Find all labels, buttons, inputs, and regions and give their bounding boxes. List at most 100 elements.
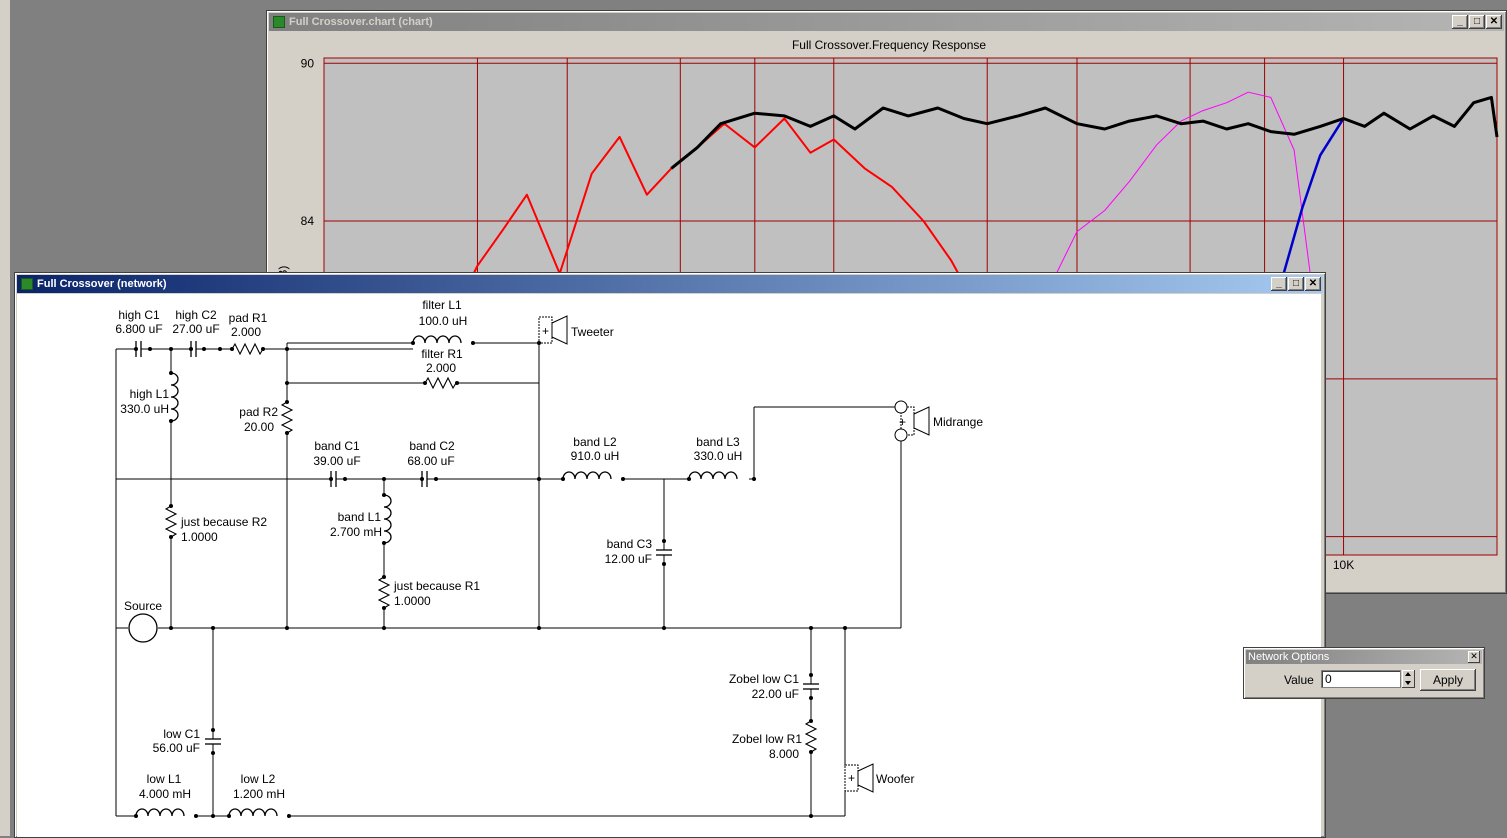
inductor-band-l2[interactable] xyxy=(562,471,612,480)
label-woofer: Woofer xyxy=(876,772,914,786)
value-label: Value xyxy=(1284,673,1314,687)
chart-app-icon xyxy=(273,16,285,28)
label-source: Source xyxy=(124,599,162,613)
label-band-c2-name: band C2 xyxy=(409,439,455,453)
spinner-up-icon[interactable] xyxy=(1405,672,1411,676)
label-high-c1-name: high C1 xyxy=(118,308,160,322)
resistor-just-because-r1[interactable] xyxy=(378,576,390,609)
resistor-just-because-r2[interactable] xyxy=(165,505,177,538)
label-zobel-low-r1-name: Zobel low R1 xyxy=(732,732,802,746)
resistor-pad-r1[interactable] xyxy=(231,343,264,355)
label-filter-r1-name: filter R1 xyxy=(421,347,463,361)
midrange-speaker-icon[interactable] xyxy=(894,400,930,442)
woofer-plus-mark: + xyxy=(848,771,855,785)
midrange-plus-mark: + xyxy=(899,415,906,429)
label-band-l1-name: band L1 xyxy=(338,510,382,524)
chart-window-titlebar[interactable]: Full Crossover.chart (chart) _□✕ xyxy=(269,13,1504,31)
apply-button[interactable]: Apply xyxy=(1420,669,1476,691)
label-midrange: Midrange xyxy=(933,415,983,429)
label-zobel-low-c1-value: 22.00 uF xyxy=(752,687,799,701)
capacitor-zobel-low-c1[interactable] xyxy=(802,674,820,699)
inductor-filter-l1[interactable] xyxy=(412,335,462,344)
label-band-l2-name: band L2 xyxy=(573,435,617,449)
capacitor-low-c1[interactable] xyxy=(204,729,222,754)
inductor-band-l3[interactable] xyxy=(688,471,738,480)
label-zobel-low-c1-name: Zobel low C1 xyxy=(729,672,799,686)
network-options-title: Network Options xyxy=(1248,651,1330,663)
series-line-total xyxy=(670,95,1499,170)
label-filter-l1-value: 100.0 uH xyxy=(419,314,468,328)
network-minimize-button[interactable]: _ xyxy=(1271,277,1287,291)
network-options-titlebar[interactable]: Network Options ✕ xyxy=(1246,650,1482,664)
label-tweeter: Tweeter xyxy=(571,325,614,339)
inductor-low-l2[interactable] xyxy=(228,808,278,817)
label-just-because-r1-value: 1.0000 xyxy=(394,594,431,608)
capacitor-band-c1[interactable] xyxy=(321,470,346,488)
value-input[interactable] xyxy=(1321,670,1401,688)
network-close-button[interactable]: ✕ xyxy=(1305,277,1321,291)
network-app-icon xyxy=(21,278,33,290)
label-band-c3-name: band C3 xyxy=(607,537,653,551)
schematic-wires xyxy=(115,342,902,817)
network-options-window[interactable]: Network Options ✕ Value Apply xyxy=(1243,647,1485,699)
capacitor-high-c2[interactable] xyxy=(181,340,206,358)
capacitor-band-c3[interactable] xyxy=(655,540,673,565)
schematic-nodes xyxy=(134,341,847,818)
label-filter-l1-name: filter L1 xyxy=(422,298,462,312)
label-pad-r1-value: 2.000 xyxy=(231,325,261,339)
network-window[interactable]: Full Crossover (network) _□✕ xyxy=(14,272,1326,838)
resistor-filter-r1[interactable] xyxy=(424,377,457,389)
label-band-c2-value: 68.00 uF xyxy=(407,454,454,468)
spinner-down-icon[interactable] xyxy=(1405,681,1411,685)
label-band-c1-value: 39.00 uF xyxy=(313,454,360,468)
chart-maximize-button[interactable]: □ xyxy=(1469,15,1485,29)
label-high-c1-value: 6.800 uF xyxy=(115,322,162,336)
label-low-l2-name: low L2 xyxy=(241,772,276,786)
value-spinner[interactable] xyxy=(1402,670,1415,688)
network-window-title: Full Crossover (network) xyxy=(37,278,167,290)
label-band-l2-value: 910.0 uH xyxy=(571,449,620,463)
label-high-l1-value: 330.0 uH xyxy=(120,402,169,416)
y-tick-label: 84 xyxy=(301,214,315,228)
capacitor-band-c2[interactable] xyxy=(412,470,437,488)
label-just-because-r2-value: 1.0000 xyxy=(181,530,218,544)
label-band-c3-value: 12.00 uF xyxy=(605,552,652,566)
x-tick-label: 10K xyxy=(1333,558,1354,572)
resistor-pad-r2[interactable] xyxy=(281,401,293,434)
chart-title: Full Crossover.Frequency Response xyxy=(792,38,986,52)
tweeter-plus-mark: + xyxy=(542,324,549,338)
label-just-because-r1-name: just because R1 xyxy=(393,579,480,593)
label-band-c1-name: band C1 xyxy=(314,439,360,453)
crossover-schematic[interactable]: + + + high C1 6.800 uF high C2 27.00 uF … xyxy=(17,294,1321,837)
label-zobel-low-r1-value: 8.000 xyxy=(769,747,799,761)
label-pad-r2-value: 20.00 xyxy=(244,420,274,434)
network-maximize-button[interactable]: □ xyxy=(1288,277,1304,291)
capacitor-high-c1[interactable] xyxy=(126,340,151,358)
y-tick-label: 90 xyxy=(301,56,315,70)
left-window-edge xyxy=(0,0,11,836)
inductor-band-l1[interactable] xyxy=(383,494,392,544)
woofer-speaker-icon[interactable] xyxy=(844,763,874,793)
label-low-c1-name: low C1 xyxy=(163,727,200,741)
chart-window-title: Full Crossover.chart (chart) xyxy=(289,16,433,28)
resistor-zobel-low-r1[interactable] xyxy=(805,720,817,753)
label-low-l1-name: low L1 xyxy=(147,772,182,786)
network-window-titlebar[interactable]: Full Crossover (network) _□✕ xyxy=(17,275,1323,293)
tweeter-speaker-icon[interactable] xyxy=(538,315,568,345)
label-high-c2-value: 27.00 uF xyxy=(172,322,219,336)
label-band-l3-value: 330.0 uH xyxy=(694,449,743,463)
label-just-because-r2-name: just because R2 xyxy=(180,515,267,529)
inductor-low-l1[interactable] xyxy=(135,808,185,817)
label-low-l1-value: 4.000 mH xyxy=(139,787,191,801)
network-options-close-button[interactable]: ✕ xyxy=(1468,651,1480,663)
label-band-l3-name: band L3 xyxy=(696,435,740,449)
network-canvas[interactable]: + + + high C1 6.800 uF high C2 27.00 uF … xyxy=(17,294,1321,837)
source-symbol[interactable] xyxy=(128,613,158,643)
label-band-l1-value: 2.700 mH xyxy=(330,525,382,539)
label-pad-r1-name: pad R1 xyxy=(229,311,268,325)
chart-minimize-button[interactable]: _ xyxy=(1452,15,1468,29)
inductor-high-l1[interactable] xyxy=(170,372,179,422)
label-high-c2-name: high C2 xyxy=(175,308,217,322)
chart-close-button[interactable]: ✕ xyxy=(1486,15,1502,29)
label-filter-r1-value: 2.000 xyxy=(426,361,456,375)
